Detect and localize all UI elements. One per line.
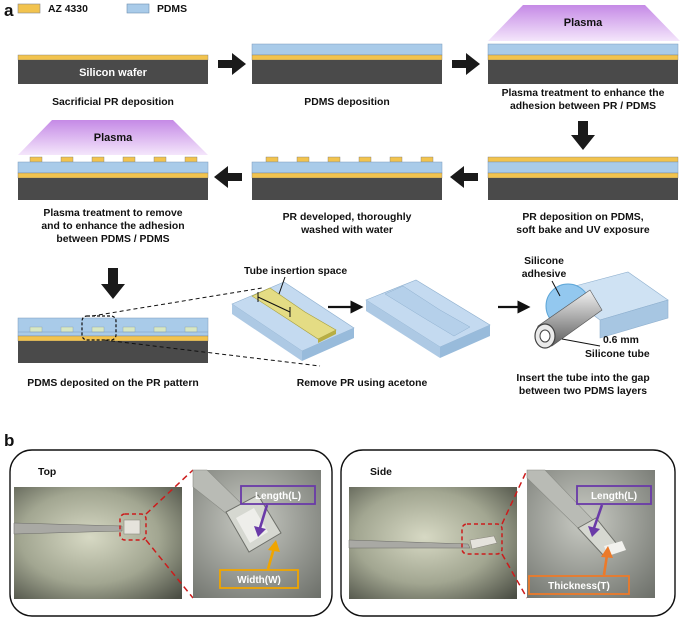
legend-swatch-pr [17, 3, 41, 14]
photo-side-group: Side Length(L) Thickness(T) [340, 449, 676, 617]
plasma-cone-3 [488, 5, 680, 41]
step-5-caption-line2: washed with water [300, 225, 393, 236]
step-4-caption-line1: PR deposition on PDMS, [522, 212, 643, 223]
arrow-left-2 [214, 166, 242, 188]
step-9-caption-line1: Insert the tube into the gap [516, 373, 649, 384]
wafer-label: Silicon wafer [79, 67, 148, 79]
length-arrow-top [258, 504, 269, 529]
legend-swatch-pdms [126, 3, 150, 14]
arrow-left-1 [450, 166, 478, 188]
pdms-block-empty [365, 279, 491, 358]
width-label: Width(W) [237, 575, 281, 586]
tube-space-label: Tube insertion space [244, 266, 347, 277]
panel-b-letter: b [4, 431, 14, 450]
length-box-side [576, 485, 652, 505]
step-6-caption-line2: and to enhance the adhesion [41, 221, 184, 232]
step-3-caption-line2: adhesion between PR / PDMS [510, 101, 656, 112]
step-2-caption: PDMS deposition [304, 97, 389, 108]
step-4-stack [487, 156, 679, 200]
width-arrow [266, 547, 276, 570]
photo-side-zoom-box [461, 523, 503, 555]
adhesive-pointer [551, 280, 561, 297]
step-2-stack [251, 43, 443, 84]
legend-label-pr: AZ 4330 [48, 4, 88, 15]
arrow-right-2 [452, 53, 480, 75]
zoom-line-top [91, 287, 263, 317]
panel-a-letter: a [4, 1, 14, 20]
step-3-stack: Plasma [487, 5, 680, 84]
legend: AZ 4330 PDMS [17, 3, 187, 15]
photo-side-tube [348, 539, 471, 549]
adhesive-label-line1: Silicone [524, 256, 564, 267]
thickness-label: Thickness(T) [548, 581, 610, 592]
step-6-caption-line1: Plasma treatment to remove [43, 208, 182, 219]
length-label-side: Length(L) [591, 491, 637, 502]
zoom-region-box [81, 315, 117, 341]
photo-top-zoom-line-2 [145, 539, 194, 599]
length-label-top: Length(L) [255, 491, 301, 502]
plasma-label-6: Plasma [94, 132, 133, 144]
plasma-cone-6 [18, 120, 208, 155]
length-box-top [240, 485, 316, 505]
photo-top-label: Top [38, 467, 56, 478]
zoom-line-bottom [103, 339, 321, 367]
thickness-arrow [602, 554, 609, 576]
step-7-stack [17, 287, 321, 367]
pdms-block-with-pr [231, 281, 355, 361]
step-6-stack: Plasma [17, 120, 209, 200]
photo-top-group: Top Length(L) Width(W) [9, 449, 333, 617]
tube-name-label: Silicone tube [585, 349, 650, 360]
arrow-right-1 [218, 53, 246, 75]
length-arrow-side [592, 504, 604, 529]
photo-top-zoom-box [119, 513, 147, 541]
plasma-label-3: Plasma [564, 17, 603, 29]
adhesive-label-line2: adhesive [522, 269, 567, 280]
step-1-stack: Silicon wafer [17, 54, 209, 84]
step-9-caption-line2: between two PDMS layers [519, 386, 647, 397]
arrow-down-1 [571, 121, 595, 150]
tube-pointer [561, 338, 601, 347]
arrow-down-2 [101, 268, 125, 299]
step-5-caption-line1: PR developed, thoroughly [283, 212, 412, 223]
step-5-stack [251, 156, 443, 200]
tube-assembly [534, 271, 669, 349]
thickness-box [528, 575, 630, 595]
photo-side-label: Side [370, 467, 392, 478]
tube-space-pointer [278, 276, 286, 295]
step-8-caption: Remove PR using acetone [297, 378, 428, 389]
photo-top-tube [13, 522, 123, 535]
photo-side-zoom-line-2 [501, 553, 528, 599]
step-7-caption: PDMS deposited on the PR pattern [27, 378, 198, 389]
photo-top-zoom-line-1 [145, 469, 194, 515]
legend-label-pdms: PDMS [157, 4, 187, 15]
tube-size-label: 0.6 mm [603, 335, 639, 346]
step-6-caption-line3: between PDMS / PDMS [56, 234, 169, 245]
width-box [219, 569, 299, 589]
step-4-caption-line2: soft bake and UV exposure [516, 225, 650, 236]
step-3-caption-line1: Plasma treatment to enhance the [502, 88, 665, 99]
step-1-caption: Sacrificial PR deposition [52, 97, 174, 108]
